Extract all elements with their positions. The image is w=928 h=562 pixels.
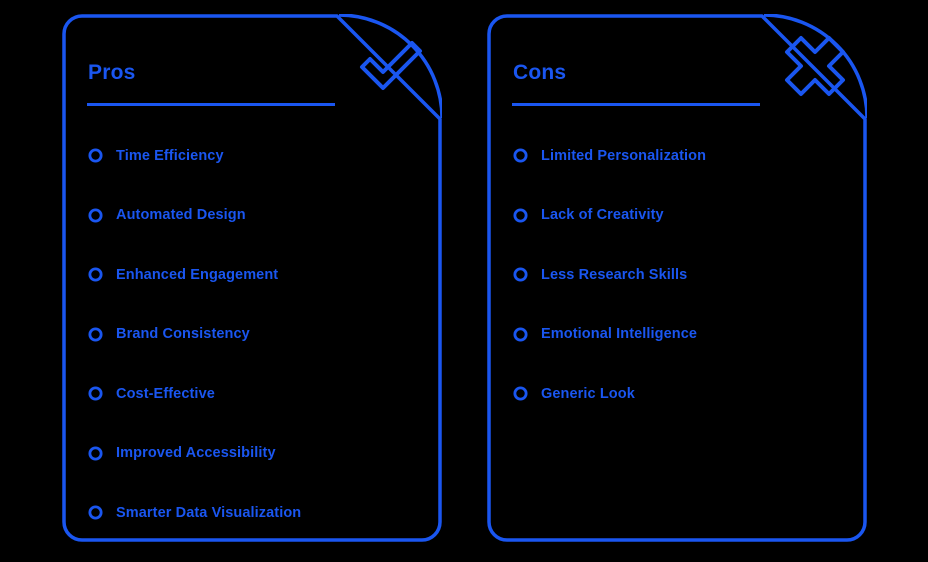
cons-card-title: Cons [513,61,567,84]
circle-bullet-icon [88,148,103,163]
list-item[interactable]: Automated Design [88,186,432,246]
list-item[interactable]: Brand Consistency [88,305,432,365]
pros-list: Time Efficiency Automated Design Enhance… [88,126,432,543]
list-item-label: Emotional Intelligence [541,326,698,342]
circle-bullet-icon [88,505,103,520]
circle-bullet-icon [513,148,528,163]
circle-bullet-icon [513,327,528,342]
list-item[interactable]: Smarter Data Visualization [88,483,432,543]
list-item-label: Brand Consistency [116,326,250,342]
list-item-label: Automated Design [116,207,246,223]
circle-bullet-icon [88,267,103,282]
circle-bullet-icon [88,446,103,461]
circle-bullet-icon [513,267,528,282]
cons-title-divider [512,103,760,106]
list-item[interactable]: Emotional Intelligence [513,305,857,365]
cons-list: Limited Personalization Lack of Creativi… [513,126,857,424]
circle-bullet-icon [513,208,528,223]
cons-card: Cons Limited Personalization Lack of Cre… [487,13,869,542]
pros-card: Pros Time Efficiency Automated Design [62,13,444,543]
list-item[interactable]: Generic Look [513,364,857,424]
list-item-label: Lack of Creativity [541,207,664,223]
circle-bullet-icon [88,208,103,223]
pros-title-divider [87,103,335,106]
list-item[interactable]: Limited Personalization [513,126,857,186]
list-item[interactable]: Time Efficiency [88,126,432,186]
list-item-label: Limited Personalization [541,147,707,164]
circle-bullet-icon [88,327,103,342]
list-item-label: Less Research Skills [541,266,688,283]
list-item[interactable]: Lack of Creativity [513,186,857,246]
list-item[interactable]: Cost-Effective [88,364,432,424]
pros-card-title: Pros [88,61,136,84]
list-item-label: Cost-Effective [116,385,215,402]
list-item[interactable]: Improved Accessibility [88,424,432,484]
list-item-label: Generic Look [541,385,635,402]
list-item[interactable]: Less Research Skills [513,245,857,305]
list-item-label: Time Efficiency [116,147,224,164]
circle-bullet-icon [88,386,103,401]
list-item[interactable]: Enhanced Engagement [88,245,432,305]
list-item-label: Enhanced Engagement [116,266,279,283]
list-item-label: Smarter Data Visualization [116,504,302,521]
list-item-label: Improved Accessibility [116,445,276,461]
circle-bullet-icon [513,386,528,401]
